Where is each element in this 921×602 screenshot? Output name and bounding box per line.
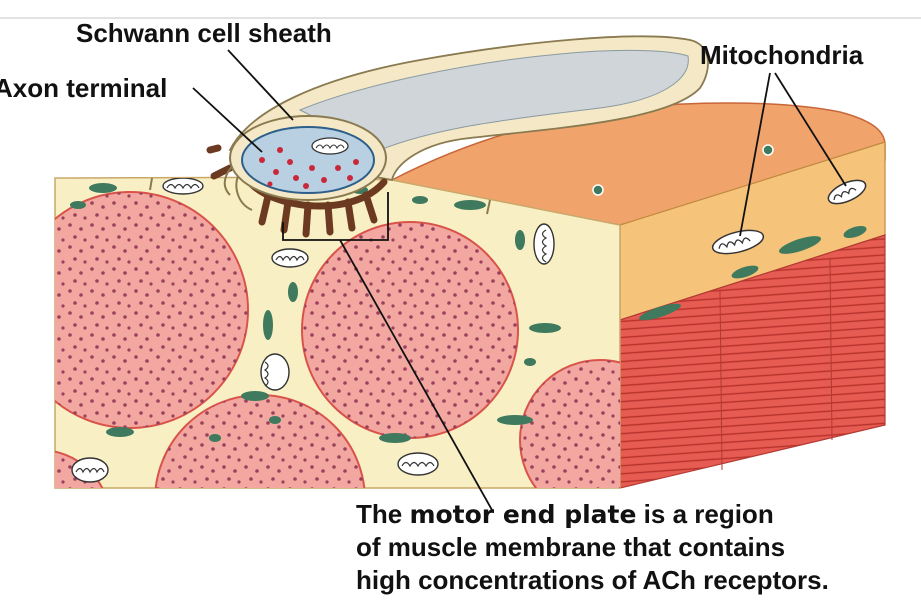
caption-line-1-pre: The — [356, 499, 410, 529]
mitochondrion-right-1 — [711, 229, 765, 255]
label-schwann-cell-sheath: Schwann cell sheath — [76, 18, 332, 48]
muscle-fiber-cross-sections — [55, 191, 620, 488]
caption-line-1: The motor end plate is a region — [356, 498, 829, 531]
leader-lines — [192, 49, 847, 511]
mitochondria-front — [71, 178, 555, 483]
caption-line-3: high concentrations of ACh receptors. — [356, 565, 829, 595]
synaptic-vesicles — [259, 147, 359, 189]
nuclei — [70, 183, 561, 443]
caption-line-1-post: is a region — [636, 499, 774, 529]
end-plate-bracket — [282, 192, 389, 241]
label-axon-terminal: Axon terminal — [0, 73, 168, 103]
mitochondrion-right-2 — [827, 179, 867, 205]
caption-term: motor end plate — [409, 500, 637, 529]
caption-line-2: of muscle membrane that contains — [356, 532, 786, 562]
label-mitochondria: Mitochondria — [700, 40, 864, 70]
mitochondrion-terminal — [311, 137, 349, 155]
caption: The motor end plate is a region of muscl… — [356, 498, 829, 597]
